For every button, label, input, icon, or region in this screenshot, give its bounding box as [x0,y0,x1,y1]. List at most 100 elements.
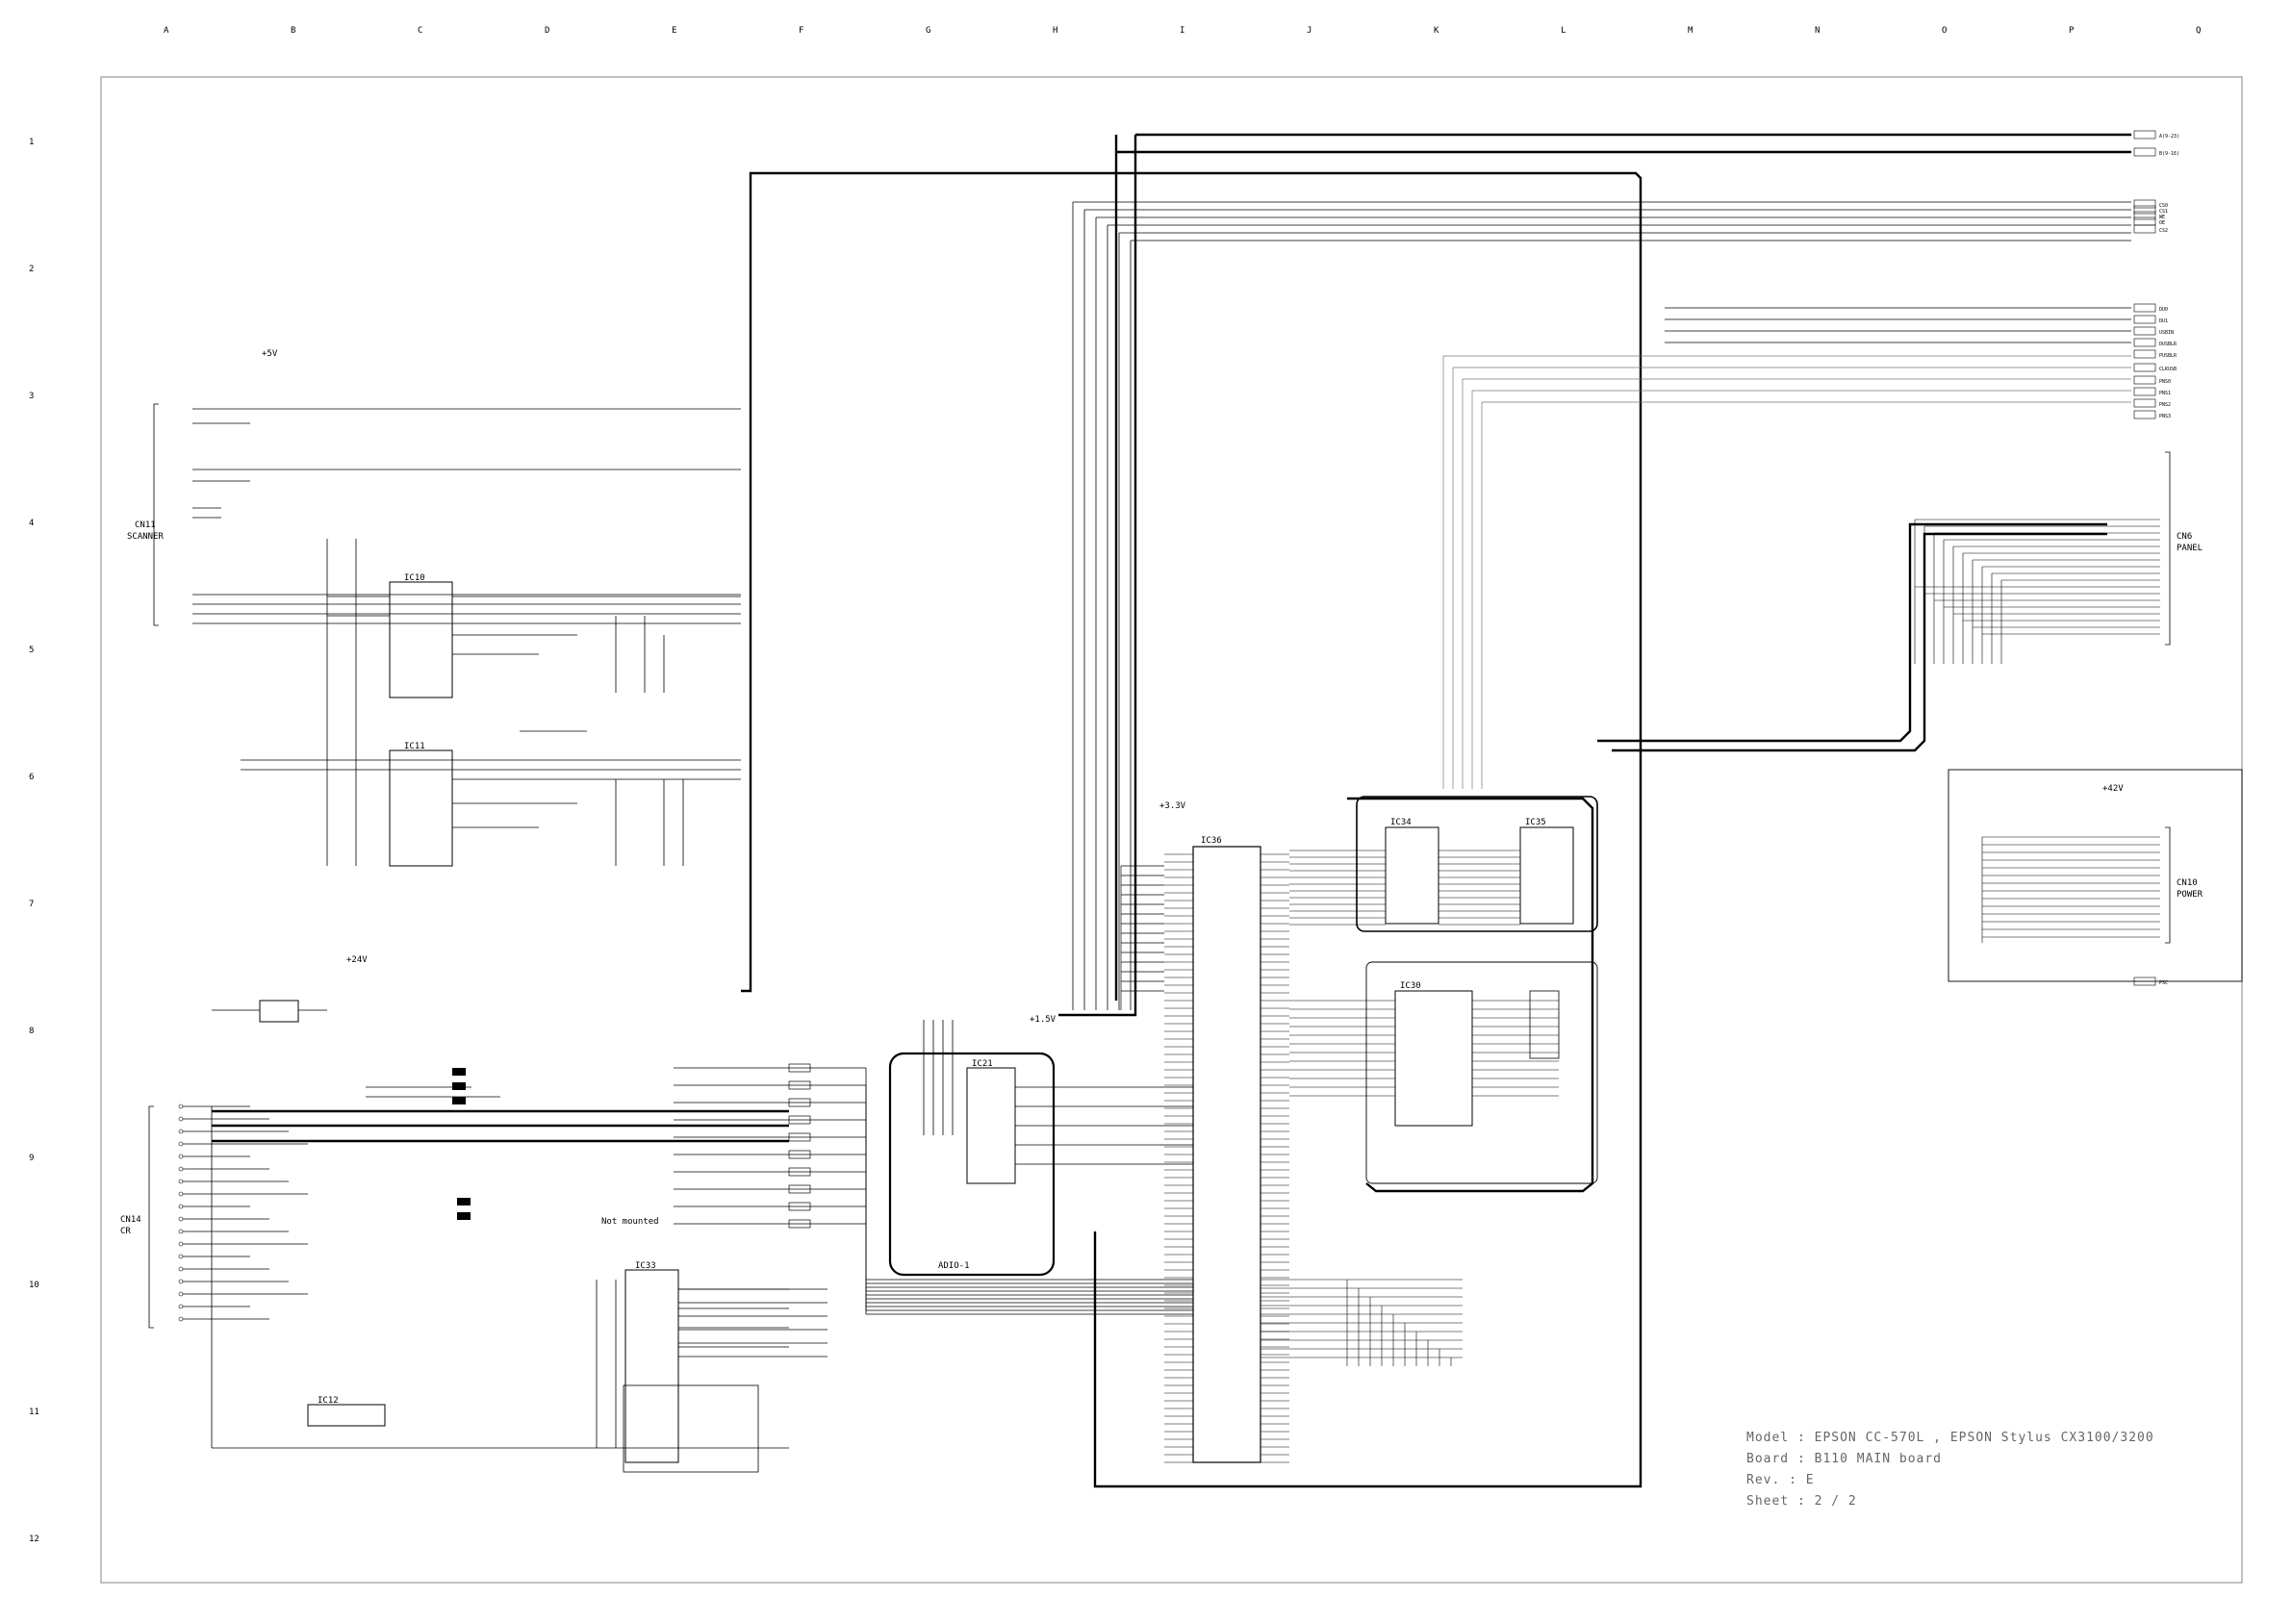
grid-col-C: C [418,26,422,36]
asic-left-pins [1164,853,1193,1463]
cn11-ref: CN11 [135,520,156,530]
offpage-label: USBIN [2159,330,2174,336]
resistor [788,1098,811,1107]
adio-label: ADIO-1 [938,1261,970,1271]
ic12-label: IC12 [318,1396,339,1406]
grid-row-8: 8 [29,1027,34,1036]
offpage-flag [2133,205,2156,215]
cn10-signal-lines [1981,836,2160,943]
power-label-3v3: +3.3V [1159,801,1186,811]
grid-row-7: 7 [29,900,34,909]
offpage-flag [2133,398,2156,408]
ic30-label: IC30 [1400,981,1421,991]
grid-col-G: G [926,26,930,36]
motor-driver-ic10: IC10 [326,539,741,866]
offpage-flag [2133,303,2156,313]
regulator-region: IC12 [211,1000,789,1449]
power-label-42v: +42V [2102,784,2124,794]
address-data-bus [1072,201,2131,1010]
offpage-label: PNS3 [2159,414,2171,419]
right-signal-lines: A(9-23)B(9-16)CS0CS1WEOECS2DU0DU1USBINDU… [2133,130,2179,986]
offpage-flag [2133,224,2156,234]
cn14-pin [178,1241,184,1247]
grid-col-E: E [672,26,676,36]
cn11-pins [192,408,741,624]
offpage-label: PSC [2159,980,2168,986]
right-offpage: A(9-23)B(9-16)CS0CS1WEOECS2DU0DU1USBINDU… [2133,130,2179,986]
offpage-label: A(9-23) [2159,134,2179,140]
offpage-flag [2133,387,2156,396]
offpage-label: DUSBLR [2159,342,2177,347]
motor-driver-ic11: IC11 [241,742,741,867]
offpage-label: WE [2159,215,2165,220]
cn14-pin [178,1279,184,1284]
cn14-pin [178,1129,184,1134]
resistor [788,1150,811,1159]
cn10-name: POWER [2177,890,2203,900]
title-sheet: Sheet : 2 / 2 [1746,1494,1857,1509]
grid-row-3: 3 [29,392,34,401]
ic36-label: IC36 [1201,836,1222,846]
power-label-24v: +24V [346,955,368,965]
resistor [788,1184,811,1194]
cn6-ref: CN6 [2177,532,2192,542]
cn14-signal-lines [178,1104,308,1322]
connector-cn14: CN14 CR [120,1104,308,1329]
drawing-border [100,76,2243,1584]
cn14-pin [178,1154,184,1159]
offpage-flag [2133,216,2156,226]
memory-module: IC34 IC35 IC30 [1356,796,1598,1184]
ic35-label: IC35 [1525,818,1546,827]
grid-row-4: 4 [29,519,34,528]
resistor [788,1167,811,1177]
offpage-flag [2133,349,2156,359]
offpage-label: CLKUSB [2159,367,2177,372]
not-mounted-note: Not mounted [601,1217,659,1227]
connector-cn6: CN6 PANEL [1914,451,2203,664]
grid-col-A: A [164,26,169,36]
driver-passives [520,616,684,866]
offpage-flag [2133,315,2156,324]
grid-col-O: O [1942,26,1947,36]
ic21-label: IC21 [972,1059,993,1069]
cn6-name: PANEL [2177,544,2203,553]
offpage-flag [2133,326,2156,336]
offpage-label: B(9-16) [2159,151,2179,157]
cn14-pin [178,1104,184,1109]
offpage-label: PNS2 [2159,402,2171,408]
offpage-label: CS0 [2159,203,2168,209]
cn10-ref: CN10 [2177,878,2198,888]
cn14-ref: CN14 [120,1215,141,1225]
power-label-1v5: +1.5V [1030,1015,1057,1025]
grid-col-F: F [799,26,803,36]
offpage-flag [2133,375,2156,385]
grid-row-10: 10 [29,1281,39,1290]
cn14-pin [178,1216,184,1222]
power-symbols: +5V +24V +42V +3.3V +1.5V [262,349,2124,1025]
resistor [788,1115,811,1125]
adio-module: IC21 ADIO-1 [888,1020,1193,1277]
cn14-pin [178,1116,184,1122]
cn14-pin [178,1191,184,1197]
cn14-name: CR [120,1227,131,1236]
title-board: Board : B110 MAIN board [1746,1452,1942,1466]
grid-col-P: P [2069,26,2075,36]
resistor [788,1202,811,1211]
resistor [788,1132,811,1142]
cn14-pin [178,1229,184,1234]
grid-col-K: K [1434,26,1439,36]
head-interface-ic: IC33 [623,1261,789,1473]
ic33-label: IC33 [635,1261,656,1271]
cn14-pin [178,1141,184,1147]
title-rev: Rev. : E [1746,1473,1815,1487]
offpage-label: DU1 [2159,318,2168,324]
offpage-label: PNS1 [2159,391,2171,396]
offpage-label: CS2 [2159,228,2168,234]
offpage-flag [2133,338,2156,347]
power-label-5v: +5V [262,349,278,359]
resistor [788,1219,811,1229]
